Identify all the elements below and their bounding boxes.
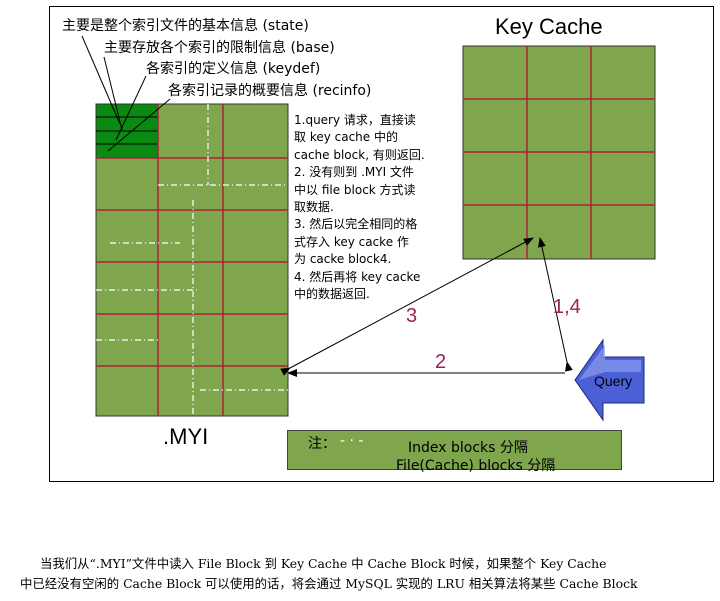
body-paragraph: 当我们从“.MYI”文件中读入 File Block 到 Key Cache 中…: [0, 552, 720, 596]
legend-index-swatch: - · -: [340, 433, 364, 449]
paragraph-line: 中已经没有空闲的 Cache Block 可以使用的话，将会通过 MySQL 实…: [20, 576, 638, 591]
myi-file-blocks: [95, 103, 289, 417]
step-line: 取数据.: [294, 200, 334, 215]
arrow-query-cache: [538, 237, 573, 372]
arrow-label-1-4: 1,4: [553, 296, 581, 318]
legend-file-label: File(Cache) blocks 分隔: [396, 458, 556, 474]
myi-title: .MYI: [163, 424, 209, 449]
key-cache-title: Key Cache: [495, 14, 603, 39]
step-line: 4. 然后再将 key cacke: [294, 269, 421, 284]
label-base: 主要存放各个索引的限制信息 (base): [104, 40, 335, 56]
paragraph-line: 当我们从“.MYI”文件中读入 File Block 到 Key Cache 中…: [40, 556, 607, 571]
flow-arrows: [280, 237, 573, 377]
legend-note: 注：: [308, 436, 336, 452]
arrow-myi-to-cache: [280, 237, 534, 376]
query-label: Query: [594, 373, 633, 389]
label-leader-lines: [81, 35, 171, 152]
step-line: 中以 file block 方式读: [294, 182, 416, 197]
step-line: 式存入 key cacke 作: [294, 234, 409, 249]
legend-box: 注： - · - Index blocks 分隔 File(Cache) blo…: [287, 430, 622, 474]
label-state: 主要是整个索引文件的基本信息 (state): [62, 18, 309, 34]
step-line: cache block, 有则返回.: [294, 147, 425, 162]
step-line: 2. 没有则到 .MYI 文件: [294, 165, 414, 180]
step-line: 取 key cache 中的: [294, 130, 398, 145]
step-description: 1.query 请求，直接读 取 key cache 中的 cache bloc…: [294, 112, 425, 303]
step-line: 中的数据返回.: [294, 287, 370, 302]
arrow-label-3: 3: [406, 305, 418, 327]
label-keydef: 各索引的定义信息 (keydef): [146, 61, 321, 77]
label-recinfo: 各索引记录的概要信息 (recinfo): [168, 83, 372, 99]
legend-index-label: Index blocks 分隔: [408, 440, 528, 456]
step-line: 为 cacke block4.: [294, 252, 392, 267]
step-line: 3. 然后以完全相同的格: [294, 217, 418, 232]
key-cache-blocks: [462, 45, 656, 260]
arrow-label-2: 2: [435, 351, 447, 373]
query-arrow: [574, 338, 645, 422]
step-line: 1.query 请求，直接读: [294, 113, 416, 127]
